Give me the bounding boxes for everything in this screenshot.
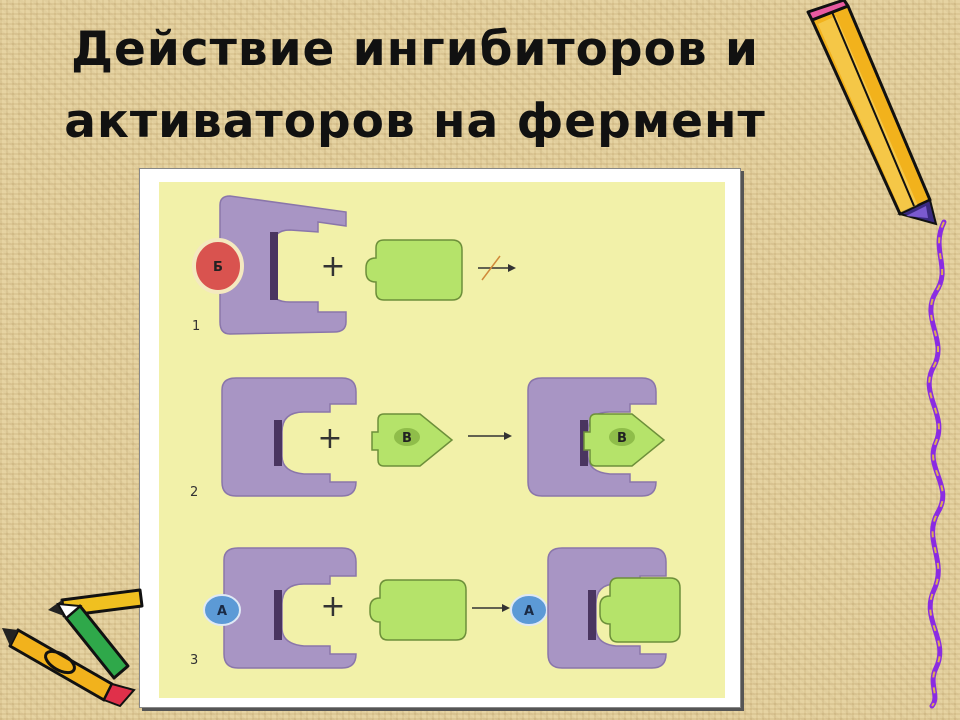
inhibitor-marker: Б	[192, 238, 244, 294]
plus-sign-row-2: +	[317, 421, 342, 456]
row-2: + В В 2	[190, 377, 666, 500]
enzyme-row-1	[219, 195, 347, 335]
substrate-row-1	[365, 239, 463, 301]
blocked-arrow	[478, 255, 516, 281]
squiggle-line	[926, 219, 947, 709]
row-3: А + А 3	[190, 547, 681, 669]
substrate-row-3	[369, 579, 467, 641]
activator-marker: А	[203, 594, 241, 626]
crayons-icon	[2, 588, 144, 708]
enzyme-pocket	[274, 590, 282, 640]
plus-sign-row-1: +	[320, 249, 345, 284]
complex-label-row-2: В	[617, 431, 627, 446]
enzyme-substrate-complex-row-2: В	[527, 377, 666, 497]
enzyme-pocket	[270, 232, 278, 300]
activator-molecule-row-2: В	[371, 413, 454, 467]
molecule-label-row-2: В	[402, 431, 412, 446]
enzyme-row-3	[223, 547, 357, 669]
pencil-icon	[806, 0, 938, 226]
product-activator-letter: А	[524, 604, 534, 619]
squiggle-highlight	[928, 221, 945, 707]
row-number-2: 2	[190, 485, 198, 500]
plus-sign-row-3: +	[320, 589, 345, 624]
row-number-1: 1	[192, 319, 200, 334]
enzyme-substrate-complex-row-3: А	[510, 547, 681, 669]
slide-title-line-2: активаторов на фермент	[64, 94, 766, 149]
reaction-arrow-row-3	[472, 604, 510, 612]
enzyme-pocket	[274, 420, 282, 466]
inhibitor-letter: Б	[213, 260, 223, 275]
reaction-arrow-row-2	[468, 432, 512, 440]
row-number-3: 3	[190, 653, 198, 668]
slide-title-line-1: Действие ингибиторов и	[71, 22, 759, 77]
row-1: Б + 1	[192, 195, 516, 335]
enzyme-row-2	[221, 377, 357, 497]
activator-letter: А	[217, 604, 227, 619]
slide-title: Действие ингибиторов и активаторов на фе…	[20, 14, 810, 158]
